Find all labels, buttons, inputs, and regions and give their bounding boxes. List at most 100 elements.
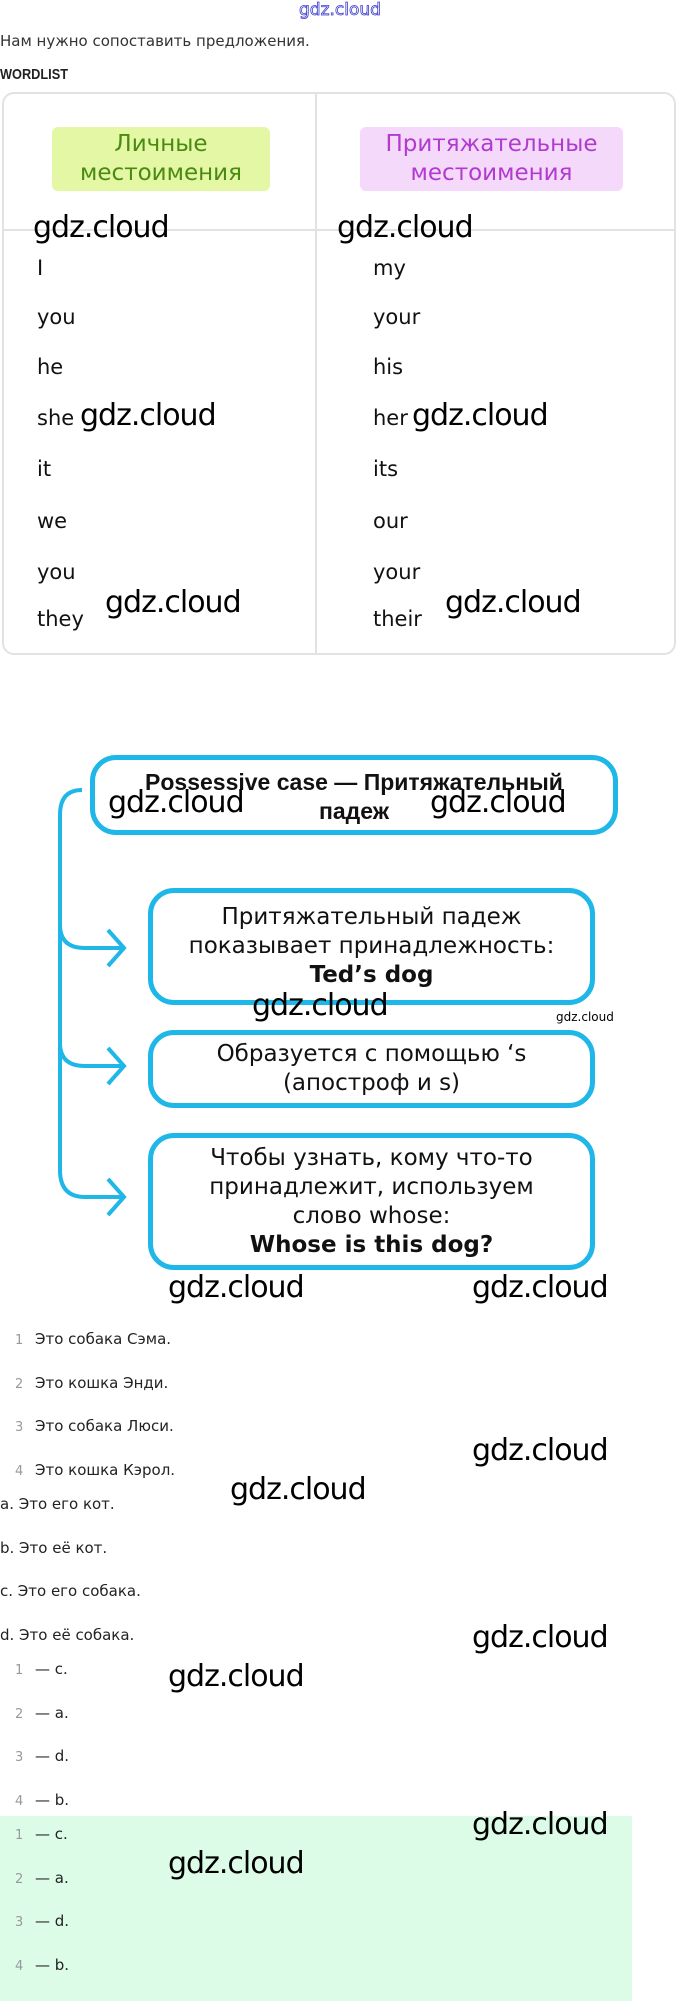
column-divider xyxy=(315,92,317,655)
whose-text: принадлежит, используем xyxy=(209,1173,534,1200)
answer-item: 3 — d. xyxy=(15,1747,69,1765)
personal-pronoun: you xyxy=(37,305,76,329)
formation-text: Образуется с помощью ‘s xyxy=(216,1041,527,1067)
answer-item: 2 — a. xyxy=(15,1704,69,1722)
item-text: — b. xyxy=(35,1790,70,1809)
whose-text: Чтобы узнать, кому что-то xyxy=(210,1144,533,1171)
watermark: gdz.cloud xyxy=(105,585,242,620)
personal-pronoun: we xyxy=(37,509,68,533)
definition-text: показывает принадлежность: xyxy=(188,933,555,959)
watermark: gdz.cloud xyxy=(472,1270,609,1305)
item-text: — c. xyxy=(35,1825,68,1843)
definition-box: Притяжательный падеж показывает принадле… xyxy=(148,888,595,1005)
watermark: gdz.cloud xyxy=(168,1659,305,1694)
item-text: Это кошка Энди. xyxy=(35,1373,169,1392)
watermark: gdz.cloud xyxy=(230,1472,367,1507)
item-number: 4 xyxy=(15,1793,24,1809)
connector-line xyxy=(58,1042,122,1068)
watermark: gdz.cloud xyxy=(80,398,217,433)
possessive-pronoun: his xyxy=(373,355,404,379)
whose-text: слово whose: xyxy=(292,1202,451,1229)
item-number: 1 xyxy=(15,1663,24,1678)
watermark: gdz.cloud xyxy=(33,210,170,245)
personal-pronoun: he xyxy=(37,355,64,379)
personal-pronouns-header: Личные местоимения xyxy=(52,127,270,191)
wordlist-table xyxy=(2,92,676,655)
diagram-connectors xyxy=(58,788,127,1217)
task-intro: Нам нужно сопоставить предложения. xyxy=(0,32,310,50)
item-number: 2 xyxy=(15,1871,24,1887)
personal-pronoun: I xyxy=(37,256,44,280)
possessive-pronoun: your xyxy=(373,305,421,329)
wordlist-title: WORDLIST xyxy=(0,66,68,83)
item-text: — a. xyxy=(35,1703,69,1722)
personal-pronoun: they xyxy=(37,607,84,631)
definition-text: Притяжательный падеж xyxy=(221,904,522,930)
watermark: gdz.cloud xyxy=(472,1433,609,1468)
final-answer-item: 4— b. xyxy=(15,1956,69,1974)
item-text: — d. xyxy=(35,1912,70,1930)
watermark: gdz.cloud xyxy=(556,1010,614,1024)
watermark: gdz.cloud xyxy=(168,1846,305,1881)
item-text: Это собака Люси. xyxy=(35,1417,174,1435)
option-item: d. Это её собака. xyxy=(0,1626,135,1645)
final-answer-item: 1 — c. xyxy=(15,1825,68,1843)
option-item: a. Это его кот. xyxy=(0,1495,115,1513)
possessive-pronoun: your xyxy=(373,560,421,584)
final-answer-block xyxy=(0,1816,632,2001)
item-number: 3 xyxy=(15,1915,24,1930)
diagram-title: Possessive case — Притяжательный падеж xyxy=(145,769,563,824)
site-watermark: gdz.cloud xyxy=(299,0,382,20)
formation-box: Образуется с помощью ‘s (апостроф и s) xyxy=(148,1030,595,1108)
personal-pronoun: it xyxy=(37,457,52,481)
whose-box: Чтобы узнать, кому что-то принадлежит, и… xyxy=(148,1133,595,1270)
item-number: 3 xyxy=(15,1750,24,1765)
possessive-case-title-box: Possessive case — Притяжательный падеж xyxy=(90,755,618,835)
item-number: 4 xyxy=(15,1463,24,1479)
personal-pronoun: you xyxy=(37,560,76,584)
personal-pronoun: she xyxy=(37,406,75,430)
example-text: Ted’s dog xyxy=(309,962,434,988)
final-answer-item: 2 — a. xyxy=(15,1869,69,1887)
item-number: 2 xyxy=(15,1706,24,1722)
item-text: — c. xyxy=(35,1660,68,1678)
possessive-pronoun: its xyxy=(373,457,399,481)
sentence-item: 1 Это собака Сэма. xyxy=(15,1330,171,1348)
watermark: gdz.cloud xyxy=(108,785,245,820)
item-text: — d. xyxy=(35,1747,70,1765)
connector-line xyxy=(58,924,122,950)
sentence-item: 4 Это кошка Кэрол. xyxy=(15,1461,175,1479)
item-number: 1 xyxy=(15,1333,24,1348)
item-text: Это кошка Кэрол. xyxy=(35,1460,176,1479)
watermark: gdz.cloud xyxy=(337,210,474,245)
option-item: c. Это его собака. xyxy=(0,1582,141,1601)
sentence-item: 2 Это кошка Энди. xyxy=(15,1374,168,1392)
watermark: gdz.cloud xyxy=(252,988,389,1023)
item-number: 4 xyxy=(15,1958,24,1974)
watermark: gdz.cloud xyxy=(168,1270,305,1305)
item-text: — a. xyxy=(35,1868,69,1887)
formation-text: (апостроф и s) xyxy=(282,1070,461,1096)
watermark: gdz.cloud xyxy=(412,398,549,433)
answer-item: 4 — b. xyxy=(15,1791,69,1809)
option-item: b. Это её кот. xyxy=(0,1538,108,1557)
item-number: 1 xyxy=(15,1828,24,1843)
header-divider xyxy=(2,229,676,231)
final-answer-item: 3 — d. xyxy=(15,1912,69,1930)
possessive-pronoun: their xyxy=(373,607,422,631)
possessive-pronouns-header: Притяжательные местоимения xyxy=(360,127,623,191)
item-number: 2 xyxy=(15,1376,24,1392)
possessive-pronoun: our xyxy=(373,509,408,533)
arrow-icon xyxy=(106,928,127,968)
possessive-pronoun: my xyxy=(373,256,406,280)
watermark: gdz.cloud xyxy=(445,585,582,620)
item-text: Это собака Сэма. xyxy=(35,1330,172,1348)
example-text: Whose is this dog? xyxy=(249,1231,494,1258)
possessive-pronoun: her xyxy=(373,406,408,430)
answer-item: 1 — c. xyxy=(15,1660,68,1678)
arrow-icon xyxy=(106,1046,127,1086)
connector-line xyxy=(58,788,122,1199)
watermark: gdz.cloud xyxy=(472,1807,609,1842)
watermark: gdz.cloud xyxy=(472,1620,609,1655)
